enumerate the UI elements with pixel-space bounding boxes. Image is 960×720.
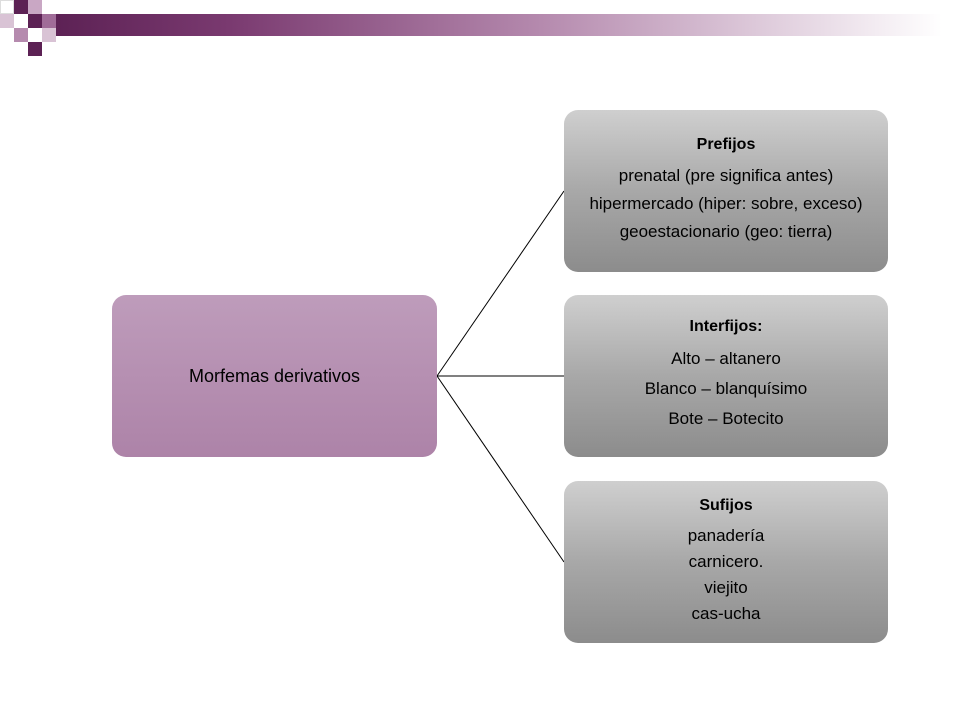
root-node: Morfemas derivativos bbox=[112, 295, 437, 457]
decor-square bbox=[28, 0, 42, 14]
header-decoration bbox=[0, 0, 960, 60]
node-title: Prefijos bbox=[696, 136, 756, 153]
node-title: Sufijos bbox=[699, 497, 753, 514]
decor-square bbox=[42, 14, 56, 28]
node-item: panadería bbox=[687, 526, 765, 545]
node-item: Blanco – blanquísimo bbox=[644, 379, 808, 398]
node-interfijos: Interfijos: Alto – altanero Blanco – bla… bbox=[564, 295, 888, 457]
node-item: prenatal (pre significa antes) bbox=[618, 166, 834, 185]
connector-prefijos bbox=[436, 190, 565, 377]
decor-square bbox=[0, 0, 14, 14]
decor-square bbox=[28, 14, 42, 28]
node-sufijos: Sufijos panadería carnicero. viejito cas… bbox=[564, 481, 888, 643]
node-item: cas-ucha bbox=[691, 604, 761, 623]
node-item: geoestacionario (geo: tierra) bbox=[619, 222, 833, 241]
node-item: Alto – altanero bbox=[671, 349, 781, 368]
node-item: carnicero. bbox=[688, 552, 764, 571]
decor-square bbox=[28, 42, 42, 56]
decor-square bbox=[14, 14, 28, 28]
decor-square bbox=[14, 0, 28, 14]
node-prefijos: Prefijos prenatal (pre significa antes) … bbox=[564, 110, 888, 272]
node-item: Bote – Botecito bbox=[668, 409, 784, 428]
decor-square bbox=[28, 28, 42, 42]
root-label: Morfemas derivativos bbox=[188, 365, 361, 386]
decor-square bbox=[14, 28, 28, 42]
connector-sufijos bbox=[436, 375, 565, 563]
decor-square bbox=[42, 28, 56, 42]
node-item: viejito bbox=[704, 578, 748, 597]
node-title: Interfijos: bbox=[689, 318, 763, 335]
header-gradient-bar bbox=[52, 14, 942, 36]
node-item: hipermercado (hiper: sobre, exceso) bbox=[589, 194, 863, 213]
decor-square bbox=[0, 14, 14, 28]
